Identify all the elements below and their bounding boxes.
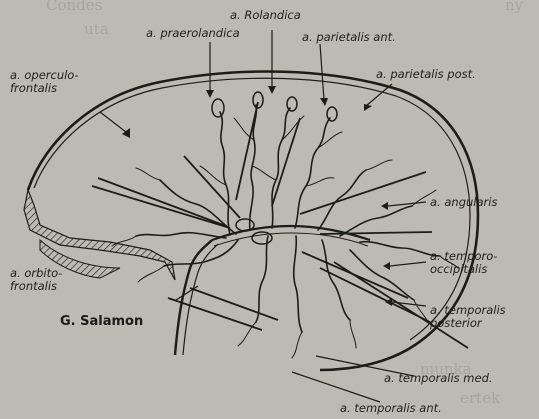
label-parietalis-ant: a. parietalis ant. — [302, 31, 396, 44]
label-temporalis-posterior: a. temporalis posterior — [430, 304, 506, 330]
pointer-lines — [92, 102, 468, 348]
label-praerolandica: a. praerolandica — [146, 27, 240, 40]
author-signature: G. Salamon — [60, 314, 143, 329]
label-rolandica: a. Rolandica — [230, 9, 301, 22]
label-operculo-frontalis: a. operculo- frontalis — [10, 69, 79, 95]
label-temporalis-med: a. temporalis med. — [384, 372, 493, 385]
carotid-artery-inner — [183, 244, 218, 355]
label-temporo-occipitalis: a. temporo- occipitalis — [430, 250, 497, 276]
sylvian-trunk-inner — [214, 233, 368, 246]
label-parietalis-post: a. parietalis post. — [376, 68, 476, 81]
artery-loops — [212, 92, 337, 244]
label-orbito-frontalis: a. orbito- frontalis — [10, 267, 62, 293]
artery-branch-twigs — [112, 116, 458, 358]
label-angularis: a. angularis — [430, 196, 497, 209]
label-temporalis-ant: a. temporalis ant. — [340, 402, 442, 415]
skull-inner-outline — [34, 78, 470, 340]
